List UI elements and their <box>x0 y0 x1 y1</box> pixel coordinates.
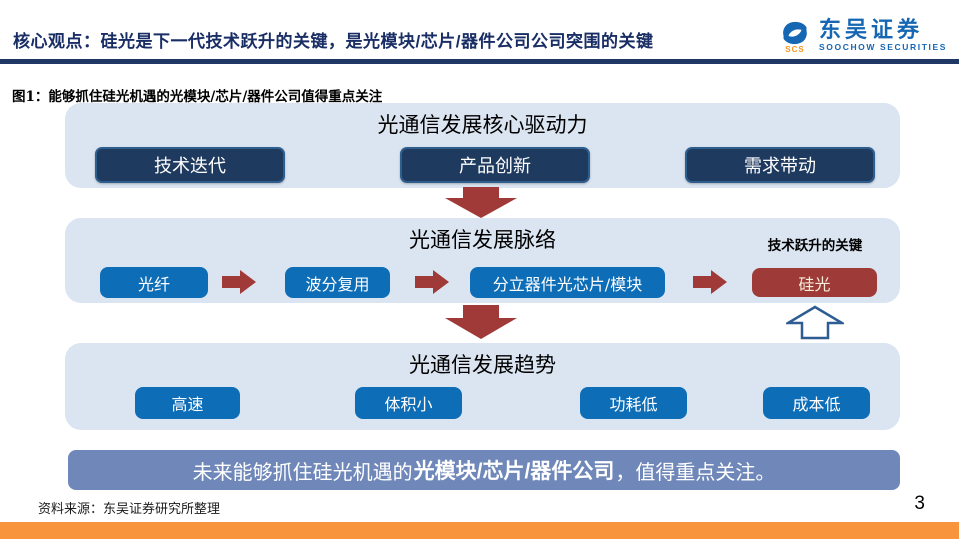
conclusion-prefix: 未来能够抓住硅光机遇的 <box>192 459 413 484</box>
page-number: 3 <box>914 493 925 514</box>
panel-evolution-title: 光通信发展脉络 <box>409 228 556 252</box>
trend-item-high-speed: 高速 <box>135 387 240 419</box>
panel-drivers: 光通信发展核心驱动力 技术迭代 产品创新 需求带动 <box>65 103 900 188</box>
conclusion-emphasis: 光模块/芯片/器件公司 <box>413 460 615 483</box>
driver-item-tech-iteration: 技术迭代 <box>95 147 285 183</box>
panel-evolution: 光通信发展脉络 技术跃升的关键 光纤 波分复用 分立器件光芯片/模块 硅光 <box>65 218 900 303</box>
trend-item-low-cost: 成本低 <box>763 387 870 419</box>
footer-accent-bar <box>0 522 959 539</box>
down-arrow-icon <box>445 187 517 223</box>
evolution-step-wdm: 波分复用 <box>285 267 390 298</box>
key-leap-annotation: 技术跃升的关键 <box>767 238 863 253</box>
evolution-step-fiber: 光纤 <box>100 267 208 298</box>
up-arrow-icon <box>783 305 847 345</box>
right-arrow-icon <box>693 270 727 299</box>
right-arrow-icon <box>415 270 449 299</box>
conclusion-banner: 未来能够抓住硅光机遇的光模块/芯片/器件公司，值得重点关注。 <box>68 450 900 490</box>
data-source-note: 资料来源：东吴证券研究所整理 <box>38 502 221 517</box>
trend-item-small-size: 体积小 <box>355 387 462 419</box>
logo-text: 东吴证券 SOOCHOW SECURITIES <box>819 17 947 53</box>
logo-abbr: SCS <box>785 45 805 54</box>
panel-trends-title: 光通信发展趋势 <box>409 353 556 377</box>
brand-logo: SCS 东吴证券 SOOCHOW SECURITIES <box>777 18 947 54</box>
logo-name-cn: 东吴证券 <box>819 17 924 44</box>
page-title: 核心观点：硅光是下一代技术跃升的关键，是光模块/芯片/器件公司公司突围的关键 <box>13 32 654 51</box>
soochow-swirl-icon <box>783 21 807 45</box>
down-arrow-icon <box>445 305 517 344</box>
panel-trends: 光通信发展趋势 高速 体积小 功耗低 成本低 <box>65 343 900 430</box>
right-arrow-icon <box>222 270 256 299</box>
logo-mark: SCS <box>777 18 813 54</box>
evolution-step-discrete-chip-module: 分立器件光芯片/模块 <box>470 267 665 298</box>
header-divider <box>0 59 959 64</box>
driver-item-demand-pull: 需求带动 <box>685 147 875 183</box>
conclusion-suffix: ，值得重点关注。 <box>615 459 776 484</box>
panel-drivers-title: 光通信发展核心驱动力 <box>377 113 588 137</box>
driver-item-product-innovation: 产品创新 <box>400 147 590 183</box>
logo-name-en: SOOCHOW SECURITIES <box>819 42 947 53</box>
trend-item-low-power: 功耗低 <box>580 387 687 419</box>
figure-caption: 图1：能够抓住硅光机遇的光模块/芯片/器件公司值得重点关注 <box>12 89 383 105</box>
evolution-highlight-silicon-photonics: 硅光 <box>752 268 877 297</box>
